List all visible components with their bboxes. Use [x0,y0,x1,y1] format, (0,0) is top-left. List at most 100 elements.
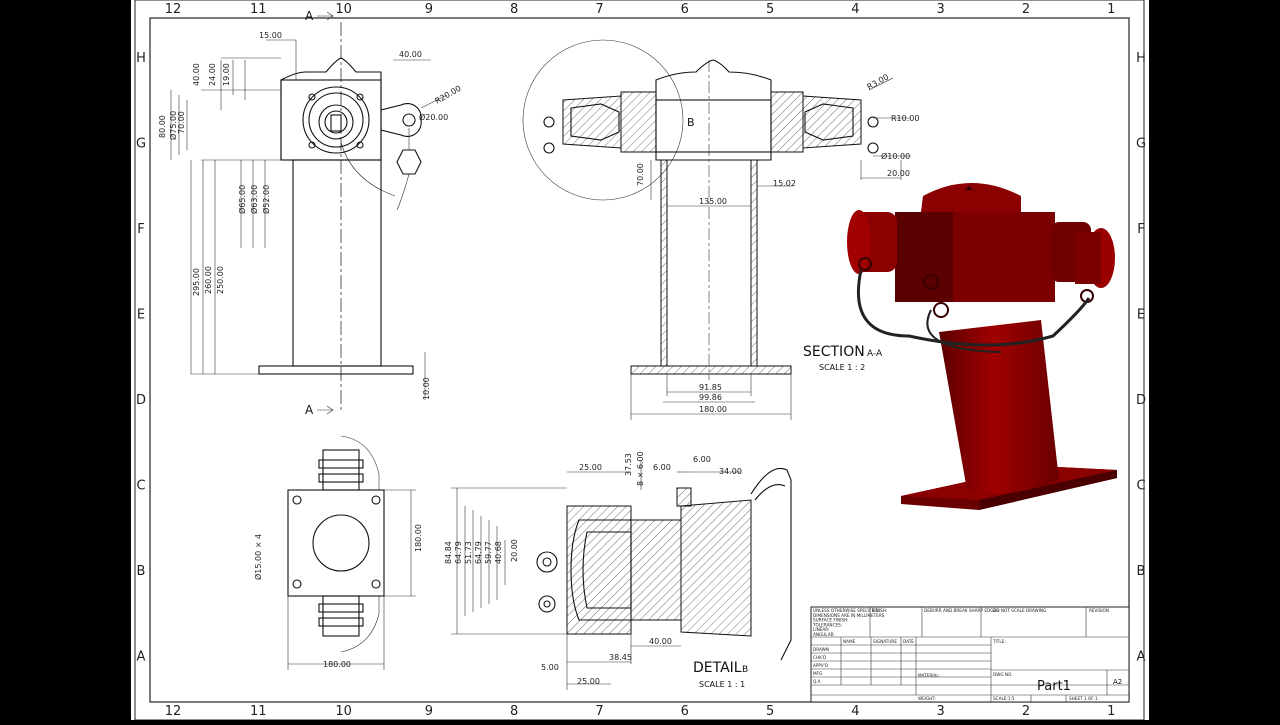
tb-role-chkd: CHK'D [813,655,826,660]
tb-deburr: DEBURR AND BREAK SHARP EDGES [924,608,999,613]
dim-84-84: 84.84 [444,541,453,564]
dim-180-top-v: 180.00 [414,524,423,552]
inner-border [149,17,1130,703]
tb-revision: REVISION [1089,608,1109,613]
zone-row-label: H [136,51,146,66]
dim-d52: Ø52.00 [261,185,271,214]
tb-scale: SCALE:1:5 [993,696,1015,701]
zone-column-label: 8 [510,2,518,17]
dim-260: 260.00 [204,266,213,294]
tb-material: MATERIAL: [918,673,940,678]
detail-view: 25.00 37.53 8 ⨯ 6.00 6.00 6.00 34.00 84.… [444,451,792,690]
zone-column-label: 9 [425,704,433,719]
zone-column-label: 6 [681,704,689,719]
tb-role-mfg: MFG [813,671,822,676]
dim-295: 295.00 [192,268,201,296]
dim-40a: 40.00 [399,50,422,59]
zone-column-label: 11 [250,2,267,17]
dim-6b: 6.00 [693,455,711,464]
zone-column-label: 6 [681,2,689,17]
dim-38-45: 38.45 [609,653,632,662]
zone-row-label: C [136,479,145,494]
zone-column-label: 3 [937,2,945,17]
hydrant-render [847,183,1117,510]
zone-column-label: 8 [510,704,518,719]
tb-sheet: SHEET 1 OF 1 [1069,696,1098,701]
zone-column-label: 1 [1107,704,1115,719]
dim-8x6: 8 ⨯ 6.00 [636,451,645,486]
detail-title: DETAIL [693,660,742,676]
tb-finish: FINISH: [872,608,887,613]
zone-column-label: 12 [165,704,182,719]
tb-note-line: SURFACE FINISH: [813,618,849,623]
dim-135: 135.00 [699,197,727,206]
dim-34: 34.00 [719,467,742,476]
front-view: 15.00 40.00 40.00 24.00 19.00 R20.00 Ø20… [158,9,463,417]
zone-column-label: 11 [250,704,267,719]
zone-column-label: 7 [595,704,603,719]
dim-51-73: 51.73 [464,541,473,564]
dim-d20: Ø20.00 [419,112,448,122]
zone-row-label: G [1136,137,1146,152]
detail-circle [522,39,684,201]
tb-note-line: DIMENSIONS ARE IN MILLIMETERS [813,613,885,618]
dim-250: 250.00 [216,266,225,294]
dim-5: 5.00 [541,663,559,672]
zone-column-label: 4 [851,2,859,17]
zone-column-label: 2 [1022,704,1030,719]
dim-19: 19.00 [222,63,231,86]
zone-row-label: C [1136,479,1145,494]
detail-suffix: B [742,665,748,675]
tb-header-date: DATE [903,639,914,644]
dim-d10: Ø10.00 [881,151,910,161]
dim-59-77: 59.77 [484,541,493,564]
section-title: SECTION [803,344,865,360]
dim-d65: Ø65.00 [237,185,247,214]
dim-40b: 40.00 [192,63,201,86]
dim-37-53: 37.53 [624,453,633,476]
tb-header-name: NAME [843,639,856,644]
zone-column-label: 7 [595,2,603,17]
dim-d63: Ø63.00 [249,185,259,214]
zone-column-label: 2 [1022,2,1030,17]
dim-r3: R3.00 [866,72,891,91]
section-view: B R3.00 R10.00 Ø10.00 20.00 70 [522,39,919,420]
tb-dwg-no: DWG NO. [993,672,1013,677]
zone-row-label: F [137,222,144,237]
dim-91-85: 91.85 [699,383,722,392]
dim-d15x4: Ø15.00 ⨯ 4 [253,534,263,580]
dim-r20: R20.00 [434,84,463,106]
dim-25-top: 25.00 [579,463,602,472]
tb-header-signature: SIGNATURE [873,639,897,644]
dim-180-top-h: 180.00 [323,660,351,669]
dim-40-68: 40.68 [494,541,503,564]
tb-notes: UNLESS OTHERWISE SPECIFIED:DIMENSIONS AR… [812,608,885,637]
tb-role-qa: Q.A [813,679,821,684]
zone-column-label: 10 [335,704,352,719]
tb-title-field: TITLE: [992,639,1006,644]
tb-do-not-scale: DO NOT SCALE DRAWING [993,608,1046,613]
tb-role-appvd: APPV'D [813,663,828,668]
zone-column-label: 1 [1107,2,1115,17]
dim-180-section: 180.00 [699,405,727,414]
zone-column-label: 5 [766,704,774,719]
section-suffix: A-A [867,349,883,359]
detail-scale: SCALE 1 : 1 [699,680,745,689]
dim-64-79a: 64.79 [454,541,463,564]
zone-column-label: 12 [165,2,182,17]
zone-row-label: B [137,564,146,579]
zone-row-label: E [1137,308,1145,323]
dim-80: 80.00 [158,115,167,138]
detail-circle-label: B [687,116,695,129]
dim-10: 10.00 [422,377,431,400]
tb-weight: WEIGHT: [918,696,936,701]
dim-15: 15.00 [259,31,282,40]
zone-column-label: 4 [851,704,859,719]
title-block: UNLESS OTHERWISE SPECIFIED:DIMENSIONS AR… [810,606,1130,703]
dim-6a: 6.00 [653,463,671,472]
top-view: Ø15.00 ⨯ 4 180.00 180.00 [253,435,423,670]
zone-column-label: 3 [937,704,945,719]
section-marker-top: A [305,9,314,23]
